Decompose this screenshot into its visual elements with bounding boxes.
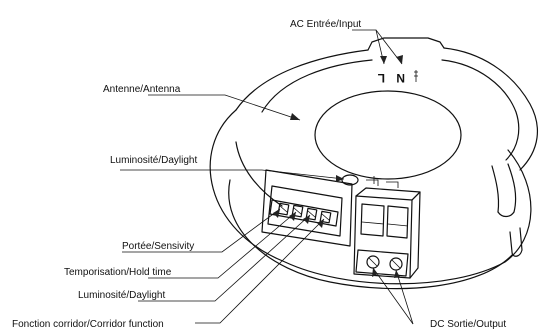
label-range: Portée/Sensivity xyxy=(122,241,194,252)
dc-screw-1[interactable] xyxy=(366,255,380,269)
label-antenna: Antenne/Antenna xyxy=(103,84,181,95)
dial-knob-corridor[interactable] xyxy=(319,210,332,224)
device-body xyxy=(209,37,538,290)
dial-knob-hold-time[interactable] xyxy=(291,204,304,218)
label-luminosity-top: Luminosité/Daylight xyxy=(110,155,197,166)
leader-arrowheads xyxy=(273,55,403,278)
label-luminosity-bottom: Luminosité/Daylight xyxy=(78,290,165,301)
ac-terminal-markings: L N xyxy=(378,70,418,85)
dc-output-connector xyxy=(353,187,421,279)
dial-panel xyxy=(261,169,353,247)
label-hold-time: Temporisation/Hold time xyxy=(64,267,172,278)
antenna-disc xyxy=(314,90,462,180)
terminal-mark-live: L xyxy=(378,71,385,85)
daylight-sensor xyxy=(341,174,359,186)
polarity-symbols xyxy=(366,176,399,188)
label-ac-input: AC Entrée/Input xyxy=(290,19,361,30)
dial-knob-luminosity[interactable] xyxy=(305,207,318,221)
dial-knob-range[interactable] xyxy=(277,202,290,216)
label-corridor: Fonction corridor/Corridor function xyxy=(12,319,164,330)
terminal-mark-neutral: N xyxy=(396,71,405,85)
label-dc-output: DC Sortie/Output xyxy=(430,319,506,330)
dc-screw-2[interactable] xyxy=(389,257,403,271)
